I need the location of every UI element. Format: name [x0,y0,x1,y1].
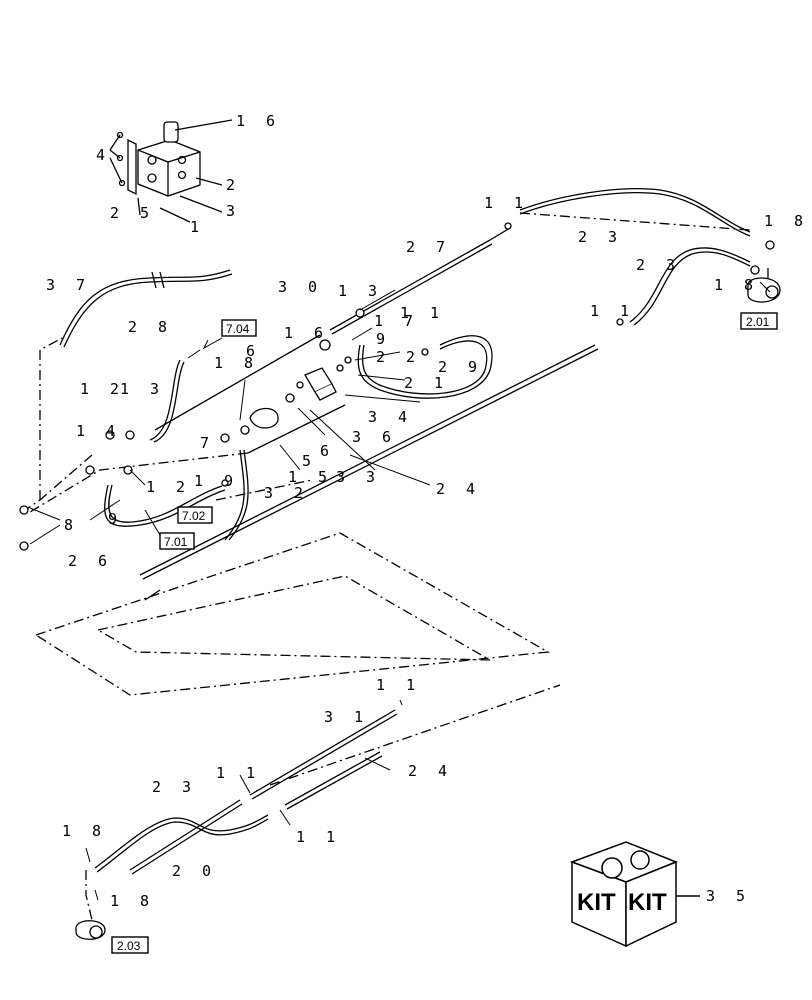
ref-7-01: 7.01 [159,532,195,550]
ref-2-01: 2.01 [740,312,778,330]
ref-7-02-label: 7.02 [182,509,206,523]
callout-36: 3 6 [352,428,397,446]
fittings-cluster [19,222,775,551]
kit-label-left: KIT [577,889,616,916]
callout-23c: 2 3 [152,778,197,796]
callout-21: 2 1 [404,374,449,392]
callout-6a: 6 [246,342,261,360]
callout-1: 1 [190,218,205,236]
callout-2: 2 [226,176,241,194]
callout-35: 3 5 [706,887,751,905]
callout-37: 3 7 [46,276,91,294]
callout-11a: 1 1 [484,194,529,212]
ref-7-04: 7.04 [202,319,257,350]
callout-26: 2 6 [68,552,113,570]
callout-3: 3 [226,202,241,220]
ref-2-03: 2.03 [111,936,149,954]
callout-4: 4 [96,146,111,164]
hose-24-lower [284,751,383,810]
callout-11e: 1 1 [216,764,261,782]
ref-2-01-label: 2.01 [746,315,770,329]
callout-17: 1 7 [374,312,419,330]
callout-14: 1 4 [76,422,121,440]
callout-8: 8 [64,516,79,534]
callout-27: 2 7 [406,238,451,256]
hose-24-long [139,344,599,601]
kit-label-right: KIT [628,889,667,916]
callout-12b: 1 2 [146,478,191,496]
callout-19: 1 9 [194,472,239,490]
hose-23-mid [629,247,751,326]
callout-12a: 1 2 [80,380,125,398]
callout-9b: 9 [108,510,123,528]
callout-23a: 2 3 [578,228,623,246]
callout-9a: 9 [376,330,391,348]
hose-23-upper [519,188,751,237]
cylinder-top-right [747,277,781,303]
callout-11d: 1 1 [376,676,421,694]
callout-11b: 1 1 [400,304,445,322]
callout-16b: 1 6 [284,324,329,342]
callout-20: 2 0 [172,862,217,880]
callout-6b: 6 [320,442,335,460]
ref-7-04-label: 7.04 [226,322,250,336]
callout-22: 2 2 [376,348,421,366]
callout-18c: 1 8 [214,354,259,372]
ref-2-03-label: 2.03 [117,939,141,953]
callout-18a: 1 8 [764,212,809,230]
callout-24a: 2 4 [436,480,481,498]
callout-34: 3 4 [368,408,413,426]
cylinder-bottom-left [75,920,106,940]
hose-37 [59,269,233,348]
hose-28 [149,334,321,443]
callout-24b: 2 4 [408,762,453,780]
kit-box [569,841,700,948]
callout-5: 5 [302,452,317,470]
callout-29: 2 9 [438,358,483,376]
callout-32: 3 2 [264,484,309,502]
callout-33: 3 3 [336,468,381,486]
hose-31 [249,709,398,800]
callout-11f: 1 1 [296,828,341,846]
leader-lines [29,281,771,901]
hose-32 [224,404,346,541]
ref-7-01-label: 7.01 [164,535,188,549]
callout-31: 3 1 [324,708,369,726]
callout-labels: 1 6 4 2 2 5 3 1 3 7 1 1 2 7 2 3 1 8 2 3 … [46,112,809,910]
callout-18d: 1 8 [62,822,107,840]
callout-16a: 1 6 [236,112,281,130]
hose-20 [129,799,243,875]
callout-28: 2 8 [128,318,173,336]
valve-assembly-16 [109,119,233,223]
callout-7: 7 [200,434,215,452]
callout-13a: 1 3 [338,282,383,300]
callout-18b: 1 8 [714,276,759,294]
callout-11c: 1 1 [590,302,635,320]
callout-25: 2 5 [110,204,155,222]
ref-7-02: 7.02 [177,506,213,524]
callout-23b: 2 3 [636,256,681,274]
callout-13b: 1 3 [120,380,165,398]
callout-15: 1 5 [288,468,333,486]
callout-30: 3 0 [278,278,323,296]
callout-18e: 1 8 [110,892,155,910]
